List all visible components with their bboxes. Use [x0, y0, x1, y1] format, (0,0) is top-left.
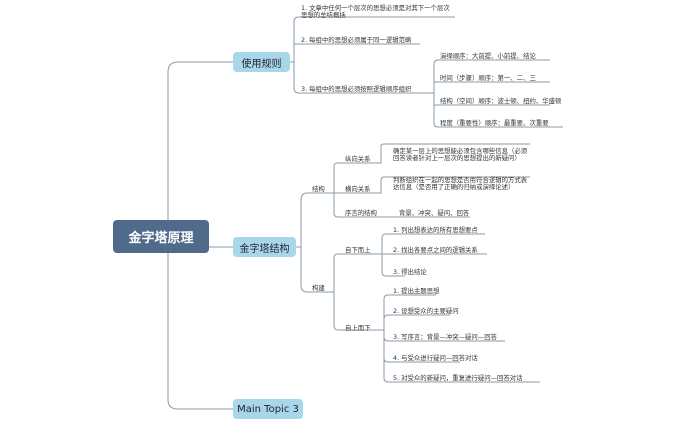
top-down-step-2[interactable]: 2. 设想受众的主要疑问 [393, 307, 459, 315]
top-down-step-4[interactable]: 4. 与受众进行疑问—回答对话 [393, 354, 478, 362]
rule-3[interactable]: 3. 每组中的思想必须按照逻辑顺序组织 [301, 85, 412, 93]
rule-1[interactable]: 1. 文章中任何一个层次的思想必须是对其下一个层次思想的总结概括 [301, 4, 450, 20]
top-down-step-5[interactable]: 5. 对受众的新疑问，重复进行疑问—回答对话 [393, 374, 523, 382]
order-structure[interactable]: 结构（空间）顺序：波士顿、纽约、华盛顿 [440, 97, 562, 105]
node-structure[interactable]: 结构 [312, 185, 325, 193]
root-topic[interactable]: 金字塔原理 [113, 220, 209, 253]
node-vertical-relation[interactable]: 纵向关系 [345, 155, 371, 163]
rule-2[interactable]: 2. 每组中的思想必须属于同一逻辑范畴 [301, 36, 412, 44]
topic-main-topic-3[interactable]: Main Topic 3 [233, 399, 303, 419]
vertical-relation-desc[interactable]: 确定某一层上的思想能必须包含哪些信息（必须回答读者针对上一层次的思想提出的新疑问… [393, 147, 528, 163]
node-bottom-up[interactable]: 自下而上 [345, 246, 371, 254]
bottom-up-step-3[interactable]: 3. 得出结论 [393, 268, 427, 276]
horizontal-relation-desc[interactable]: 判断组织在一起的思想是否用符合逻辑的方式表达信息（是否用了正确的归纳或演绎论述） [393, 176, 528, 192]
order-deductive[interactable]: 演绎顺序：大前提、小前提、结论 [440, 52, 536, 60]
preface-desc[interactable]: 背景、冲突、疑问、回答 [399, 209, 470, 217]
bottom-up-step-2[interactable]: 2. 找出各要点之间的逻辑关系 [393, 246, 478, 254]
top-down-step-3[interactable]: 3. 写序言：背景—冲突—疑问—回答 [393, 333, 497, 341]
topic-usage-rules[interactable]: 使用规则 [233, 52, 290, 72]
bottom-up-step-1[interactable]: 1. 列出想表达的所有思想要点 [393, 226, 478, 234]
top-down-step-1[interactable]: 1. 提出主题思想 [393, 287, 440, 295]
order-time[interactable]: 时间（步骤）顺序：第一、二、三 [440, 74, 536, 82]
node-top-down[interactable]: 自上而下 [345, 324, 371, 332]
node-build[interactable]: 构建 [312, 284, 325, 292]
node-preface-structure[interactable]: 序言的结构 [345, 209, 377, 217]
node-horizontal-relation[interactable]: 横向关系 [345, 185, 371, 193]
order-degree[interactable]: 程度（重要性）顺序：最重要、次重要 [440, 119, 549, 127]
topic-pyramid-structure[interactable]: 金字塔结构 [233, 237, 296, 257]
